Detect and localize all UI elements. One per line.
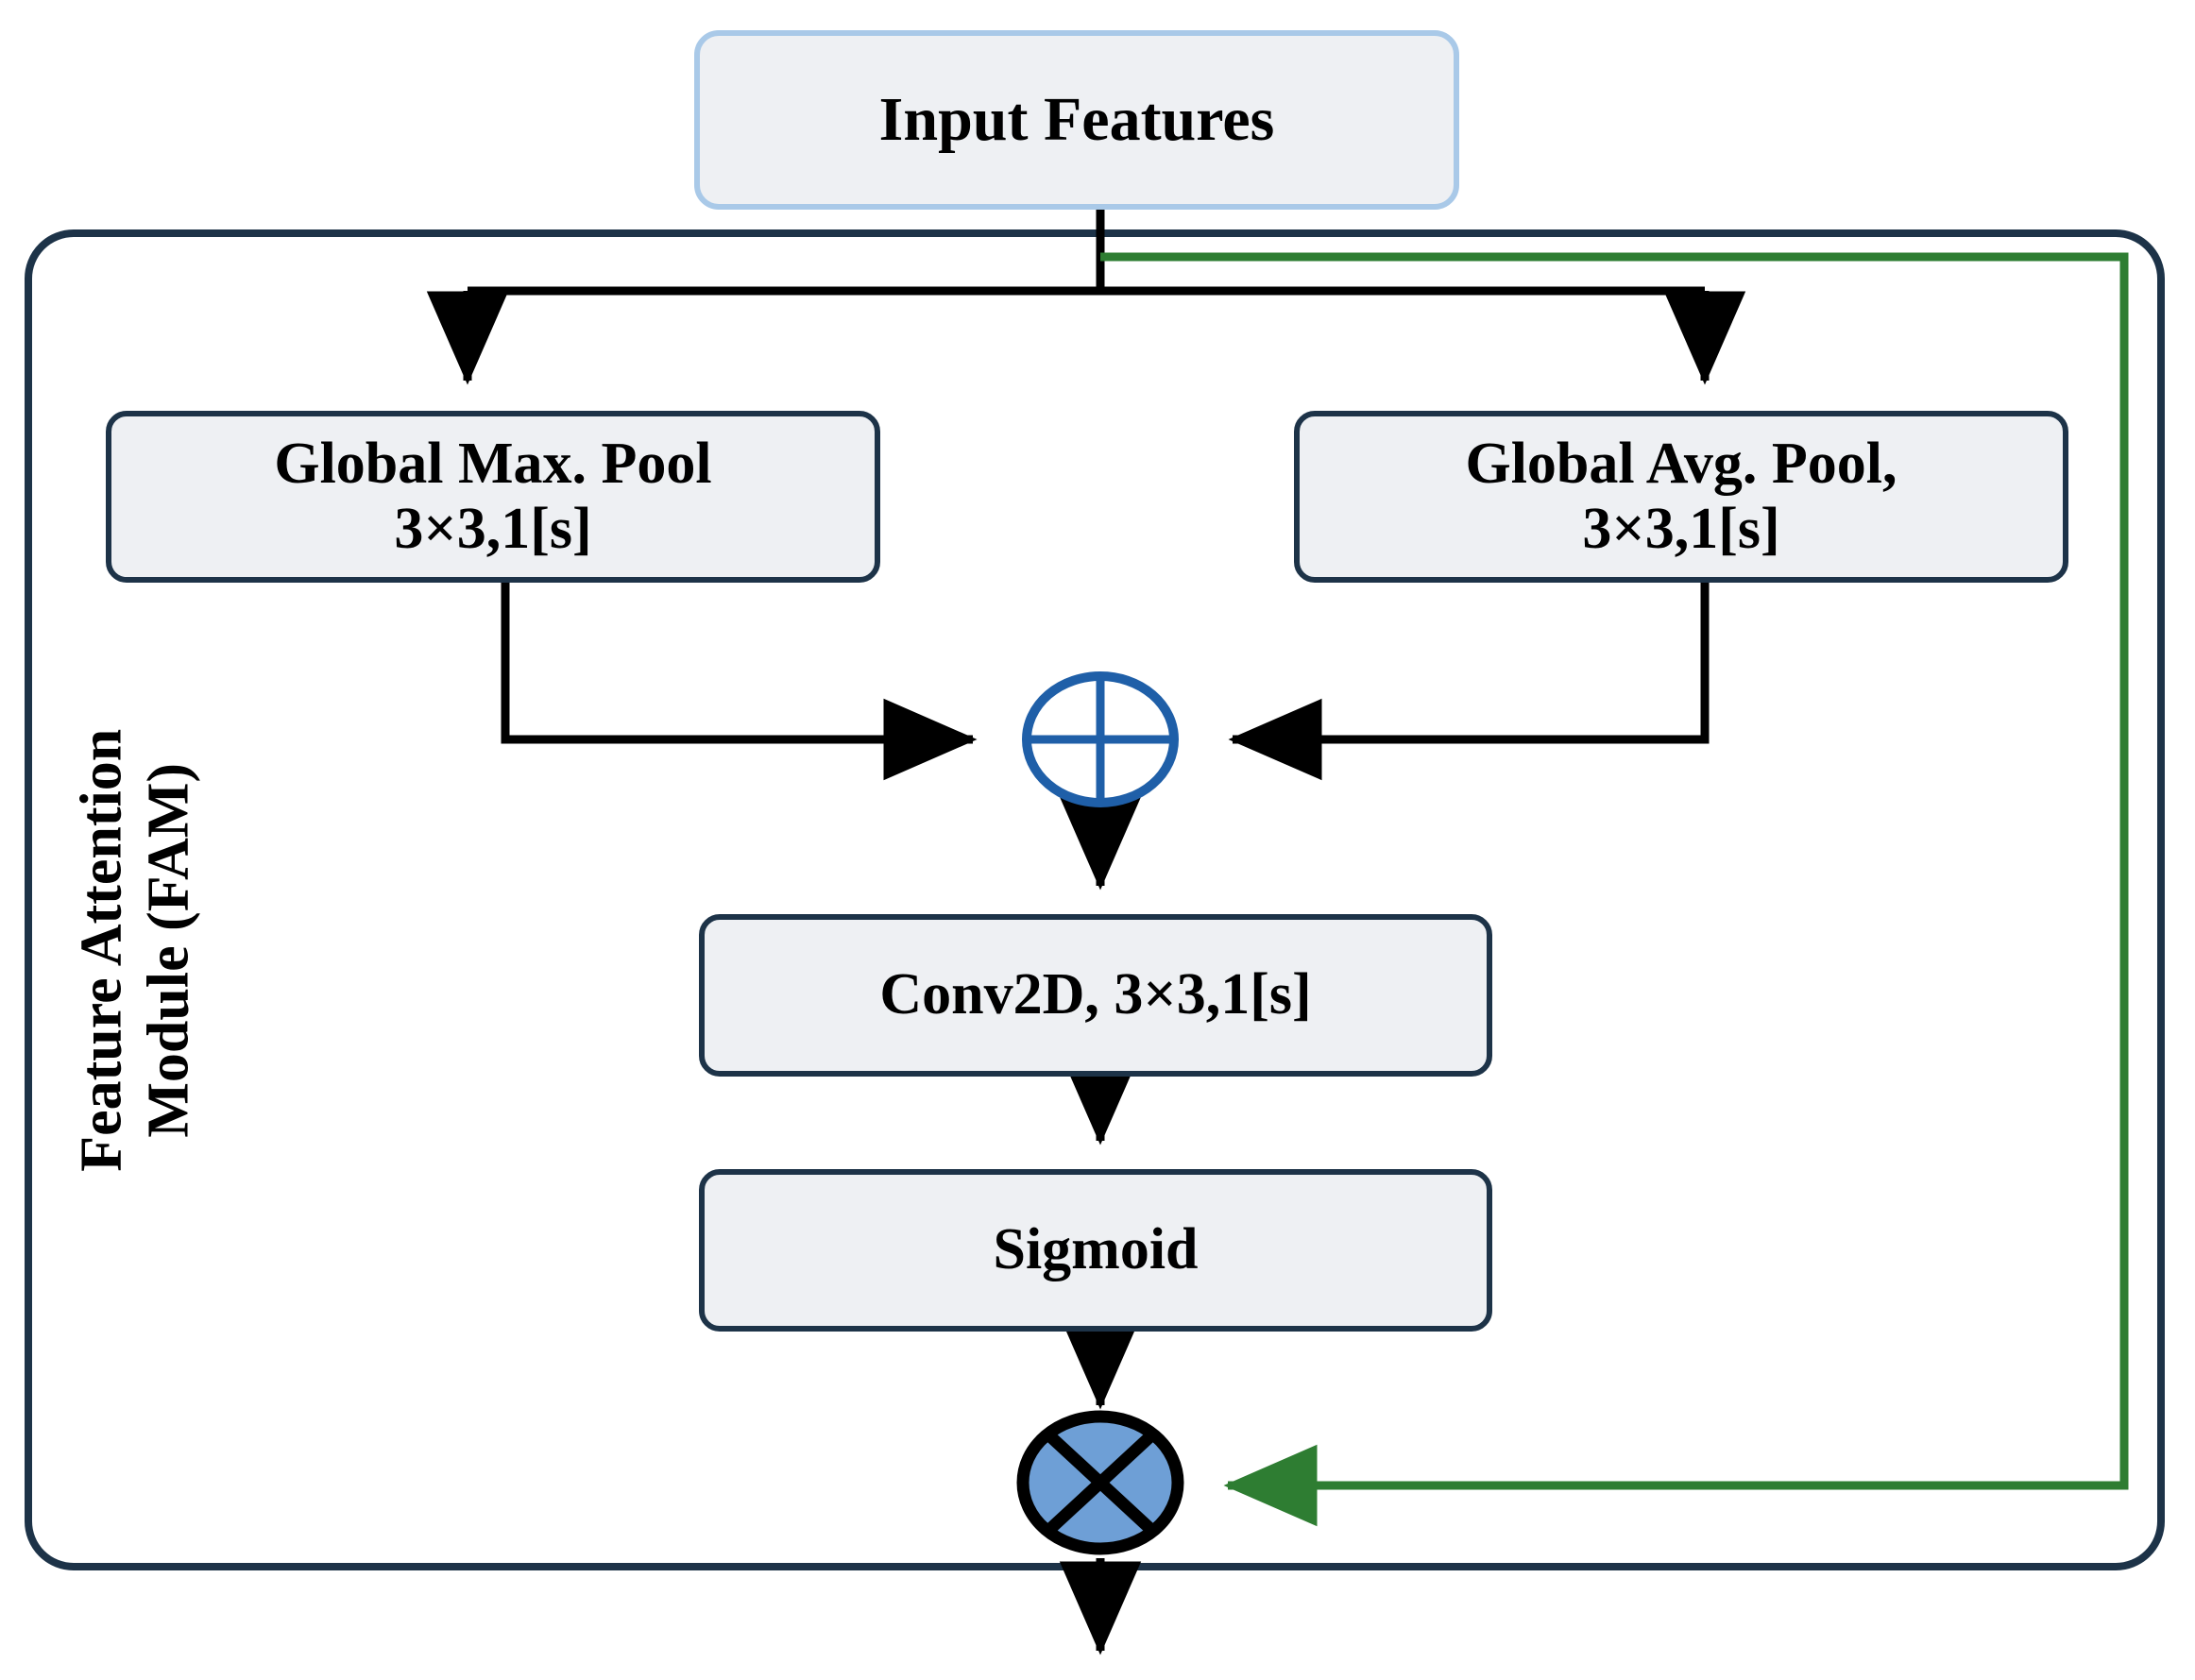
node-global-avg-pool-label: Global Avg. Pool, 3×3,1[s] (1465, 432, 1897, 563)
edge-global-max-pool-to-add (501, 583, 978, 781)
node-conv2d[interactable]: Conv2D, 3×3,1[s] (699, 914, 1492, 1077)
node-global-max-pool-line2: 3×3,1[s] (394, 497, 592, 561)
add-circle-icon[interactable] (1022, 671, 1179, 807)
multiply-circle-icon[interactable] (1016, 1410, 1184, 1555)
node-global-max-pool-label: Global Max. Pool 3×3,1[s] (274, 432, 711, 563)
node-sigmoid-label: Sigmoid (993, 1217, 1199, 1282)
node-input-features-label: Input Features (878, 85, 1275, 155)
node-conv2d-label: Conv2D, 3×3,1[s] (879, 962, 1312, 1027)
node-input-features[interactable]: Input Features (694, 30, 1459, 210)
node-global-avg-pool-line2: 3×3,1[s] (1582, 497, 1780, 561)
edge-skip-connection-green (1100, 252, 2129, 1527)
edge-global-avg-pool-to-add (1228, 583, 1710, 781)
node-global-avg-pool-line1: Global Avg. Pool, (1465, 431, 1897, 496)
node-global-avg-pool[interactable]: Global Avg. Pool, 3×3,1[s] (1294, 411, 2068, 583)
node-global-max-pool-line1: Global Max. Pool (274, 431, 712, 496)
node-sigmoid[interactable]: Sigmoid (699, 1169, 1492, 1332)
node-global-max-pool[interactable]: Global Max. Pool 3×3,1[s] (106, 411, 880, 583)
